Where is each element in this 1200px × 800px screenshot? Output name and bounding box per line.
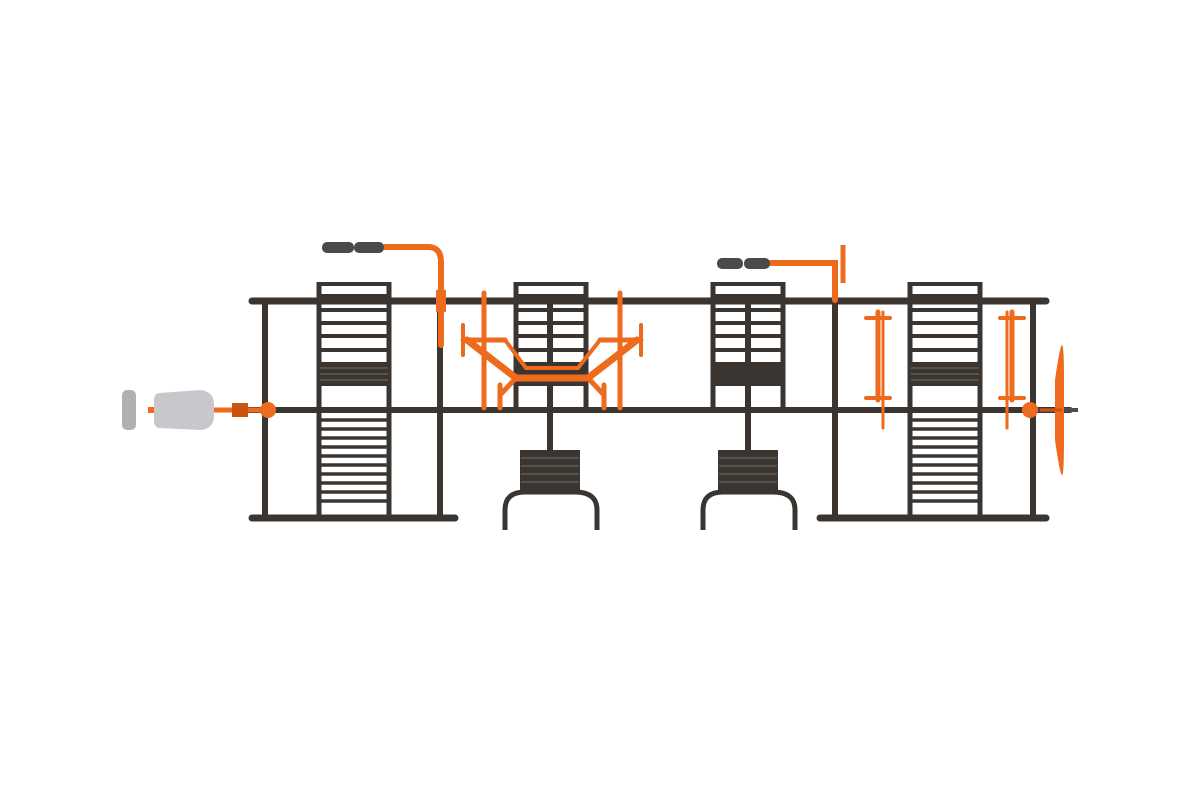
wall-bars-4 bbox=[907, 282, 983, 518]
wall-bars-3 bbox=[710, 282, 786, 410]
leg-press-seat bbox=[122, 390, 276, 430]
frame-beams bbox=[237, 297, 1073, 522]
parallel-dip-bars bbox=[460, 290, 644, 411]
bench-right bbox=[700, 410, 798, 530]
vertical-handles bbox=[864, 309, 1026, 430]
pull-up-handle-left bbox=[322, 242, 446, 348]
bench-left bbox=[502, 410, 600, 530]
rotating-wheel bbox=[1022, 345, 1078, 475]
pull-up-handle-right bbox=[717, 245, 846, 303]
wall-bars-1 bbox=[316, 282, 392, 518]
